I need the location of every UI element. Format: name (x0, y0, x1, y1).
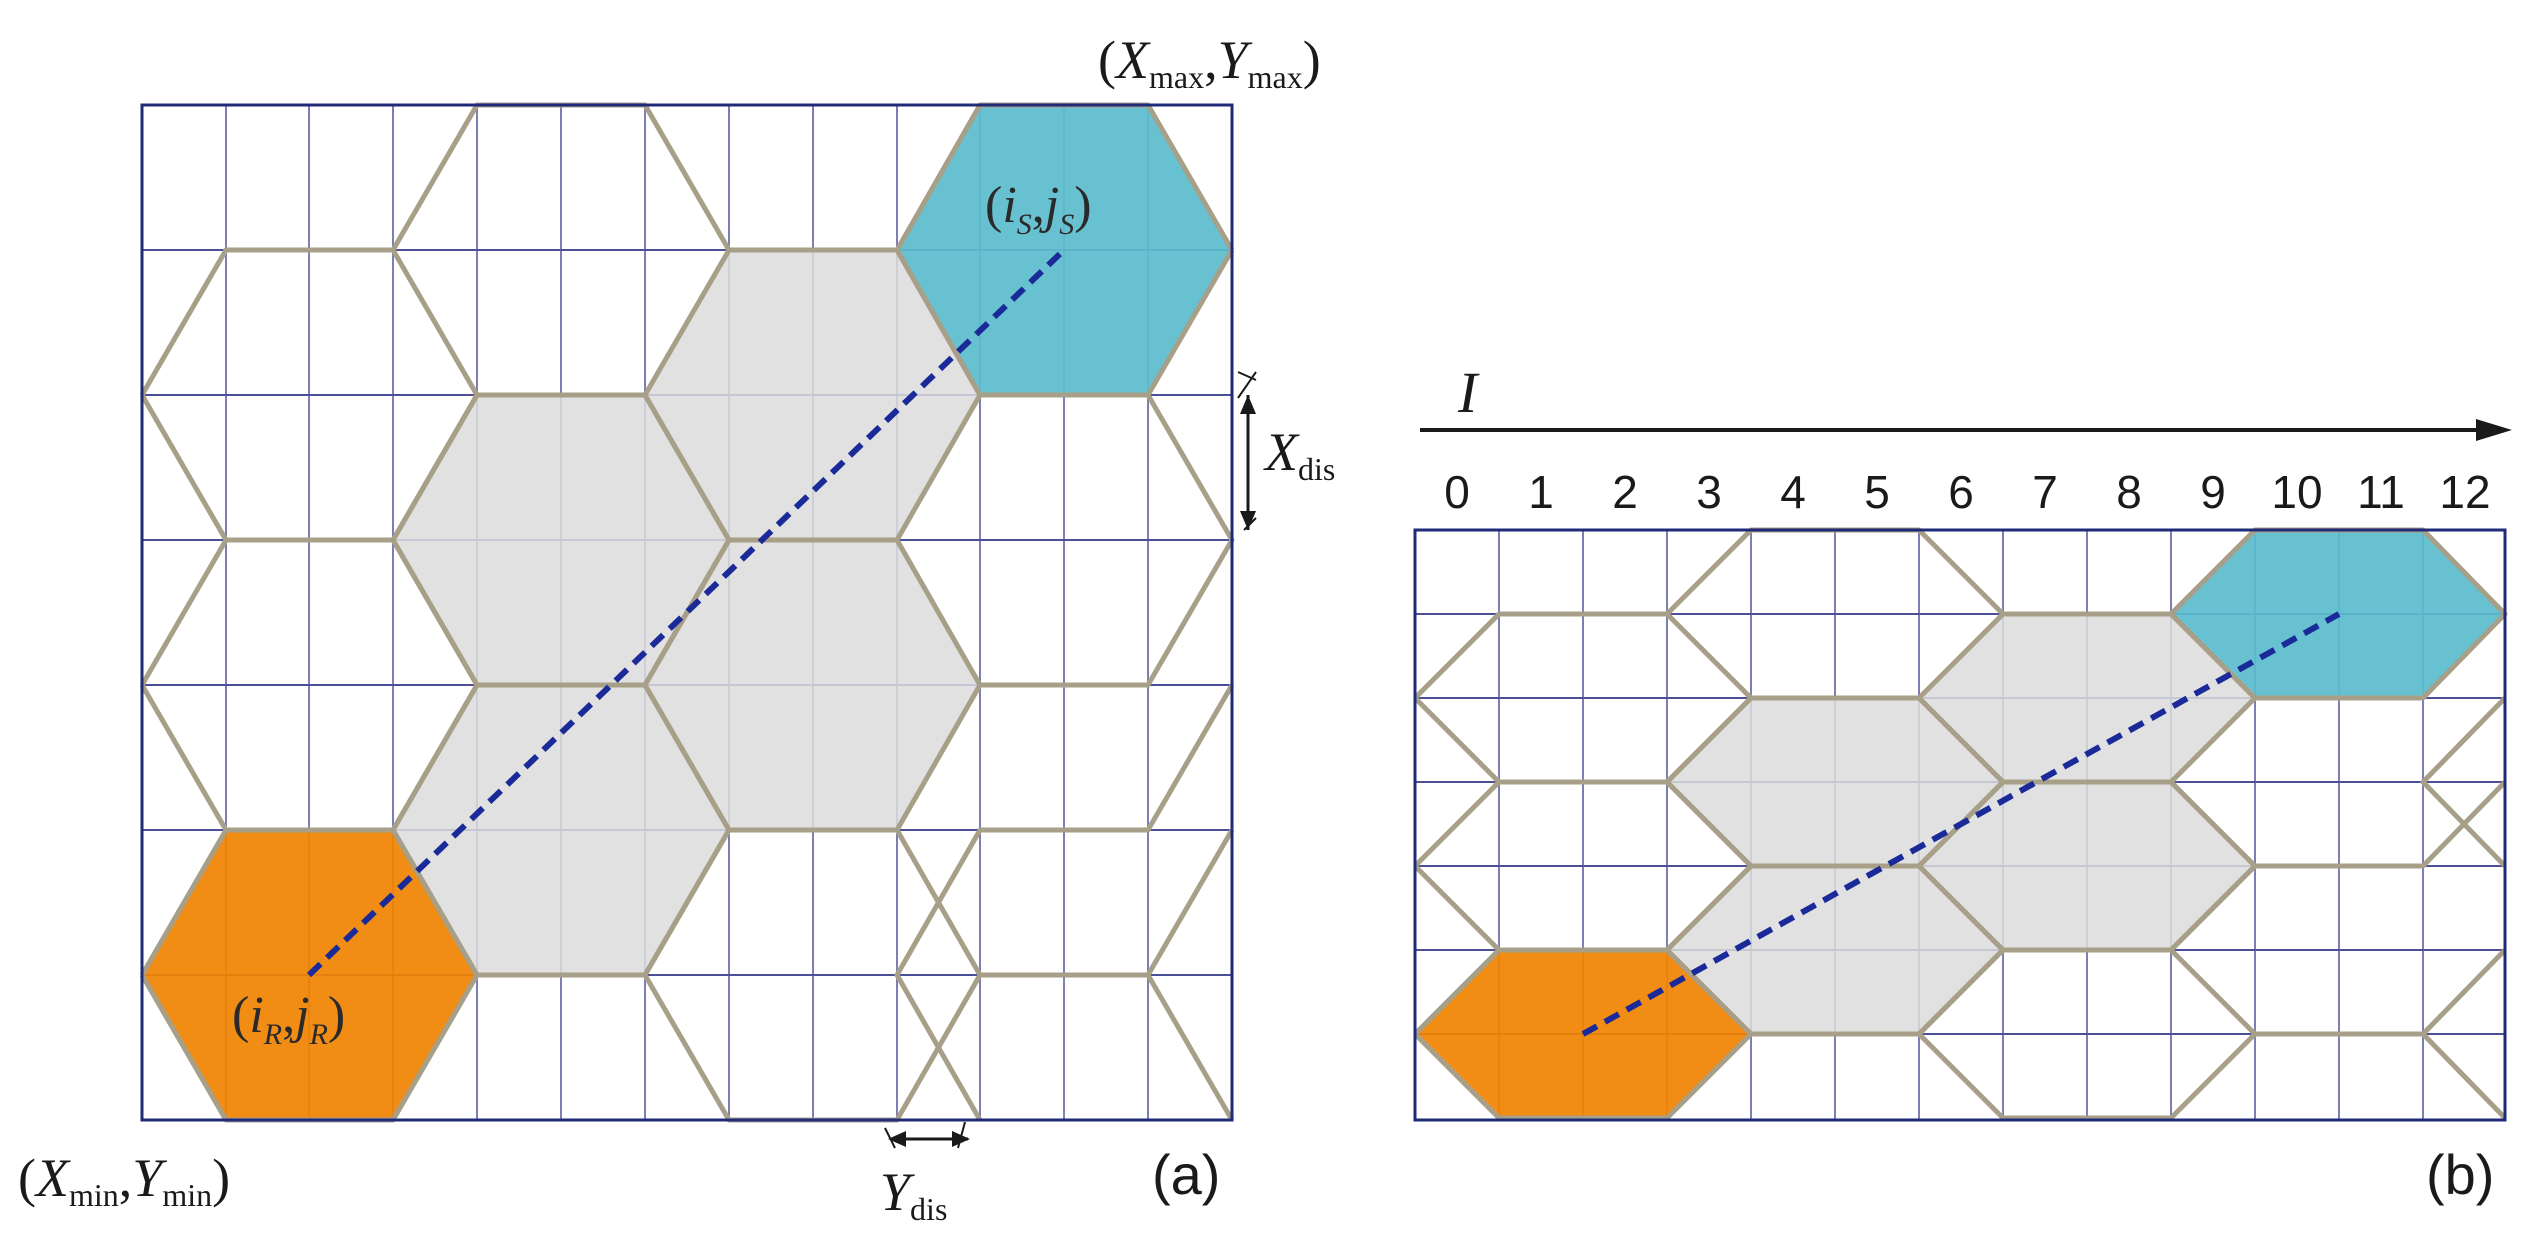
panel-b-caption: (b) (2426, 1143, 2494, 1206)
x-dis-marker (1237, 371, 1257, 531)
tick-label: 4 (1780, 466, 1806, 518)
tick-label: 12 (2439, 466, 2490, 518)
panel-a-caption: (a) (1152, 1143, 1220, 1206)
gray-hex-b-2 (1667, 698, 2003, 866)
tick-label: 11 (2357, 466, 2405, 518)
tick-label: 6 (1948, 466, 1974, 518)
corner-min-label: (Xmin,Ymin) (18, 1148, 230, 1213)
corner-max-label: (Xmax,Ymax) (1098, 30, 1321, 95)
tick-label: 1 (1528, 466, 1554, 518)
gray-hex-b-1 (1919, 614, 2255, 782)
i-axis-arrowhead (2476, 419, 2512, 441)
gray-hex-2 (393, 395, 729, 685)
tick-label: 7 (2032, 466, 2058, 518)
x-dis-label: Xdis (1263, 422, 1335, 487)
y-dis-label: Ydis (880, 1162, 947, 1227)
tick-label: 5 (1864, 466, 1890, 518)
gray-hex-4 (393, 685, 729, 975)
panel-b-border (1413, 528, 2507, 1122)
y-dis-marker (884, 1121, 970, 1149)
panel-a-filled-hexagons (142, 105, 1232, 1120)
i-axis-ticks: 0 1 2 3 4 5 6 7 8 9 10 11 12 (1444, 466, 2490, 518)
tick-label: 8 (2116, 466, 2142, 518)
panel-a-border (140, 103, 1234, 1122)
gray-hex-b-4 (1667, 866, 2003, 1034)
gray-hex-1 (645, 250, 980, 540)
panel-a: (iS,jS) (iR,jR) (Xmax,Ymax) (Xmin,Ymin) … (18, 30, 1335, 1227)
gray-hex-b-3 (1919, 782, 2255, 950)
gray-hex-3 (645, 540, 980, 830)
receiver-label: (iR,jR) (232, 987, 345, 1051)
panel-b-path-line (1581, 611, 2341, 1037)
tick-label: 3 (1696, 466, 1722, 518)
i-axis-label: I (1457, 360, 1480, 425)
source-label: (iS,jS) (985, 177, 1092, 241)
panel-b: I 0 1 2 3 4 5 6 7 8 9 10 11 12 (b) (1413, 360, 2512, 1206)
source-hex (897, 105, 1232, 395)
tick-label: 9 (2200, 466, 2226, 518)
tick-label: 10 (2271, 466, 2322, 518)
tick-label: 0 (1444, 466, 1470, 518)
tick-label: 2 (1612, 466, 1638, 518)
